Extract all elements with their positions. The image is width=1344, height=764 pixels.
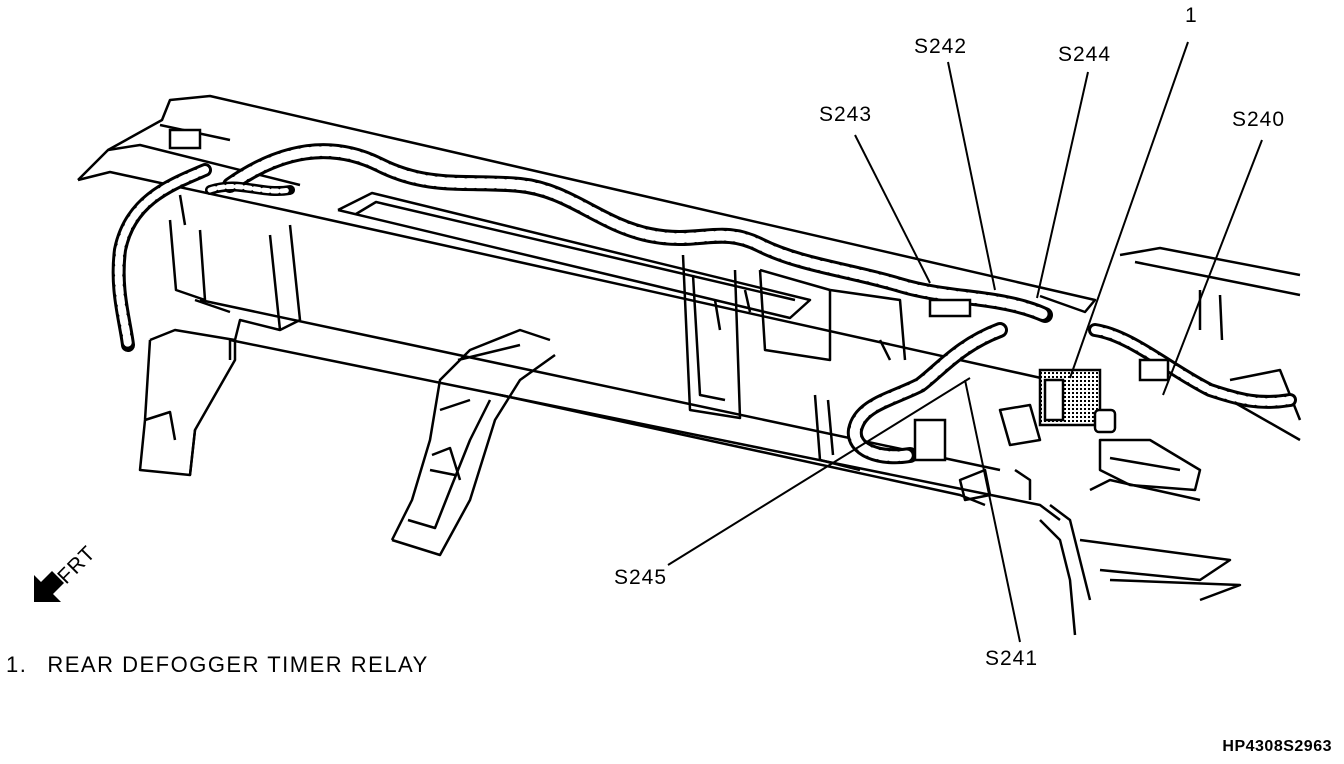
connector-s245 [913,418,947,462]
leader-line-1 [1069,41,1189,379]
front-direction-arrow-icon [34,571,64,602]
panel-modules [681,254,907,472]
leader-line-s242 [947,61,996,291]
legend: 1. REAR DEFOGGER TIMER RELAY [6,652,429,678]
connector-center-top [928,298,972,318]
front-orientation-indicator: FRT [34,542,100,602]
legend-number: 1. [6,652,28,677]
leader-line-s245 [667,377,971,566]
figure-id: HP4308S2963 [1222,738,1332,755]
harness-connectors [168,128,1170,462]
callout-s243: S243 [819,103,872,126]
wiring-harness [111,143,1297,465]
leader-line-s244 [1036,71,1089,299]
rear-defogger-timer-relay [1038,368,1117,434]
legend-text: REAR DEFOGGER TIMER RELAY [47,652,429,677]
leader-line-s241 [964,379,1021,643]
left-end-bracket [138,194,302,477]
callout-labels: 1 S242 S244 S243 S240 S245 S241 [614,4,1285,670]
connector-right [1138,358,1170,382]
callout-s245: S245 [614,566,667,589]
leader-line-s243 [854,134,931,284]
callout-s244: S244 [1058,43,1111,66]
callout-s242: S242 [914,35,967,58]
leader-line-s240 [1162,139,1263,396]
callout-s240: S240 [1232,108,1285,131]
instrument-panel-carrier [77,94,1097,521]
leader-lines [667,41,1263,643]
callout-1: 1 [1185,4,1198,27]
connector-left-top [168,128,202,150]
center-support-leg [390,328,556,557]
callout-s241: S241 [985,647,1038,670]
